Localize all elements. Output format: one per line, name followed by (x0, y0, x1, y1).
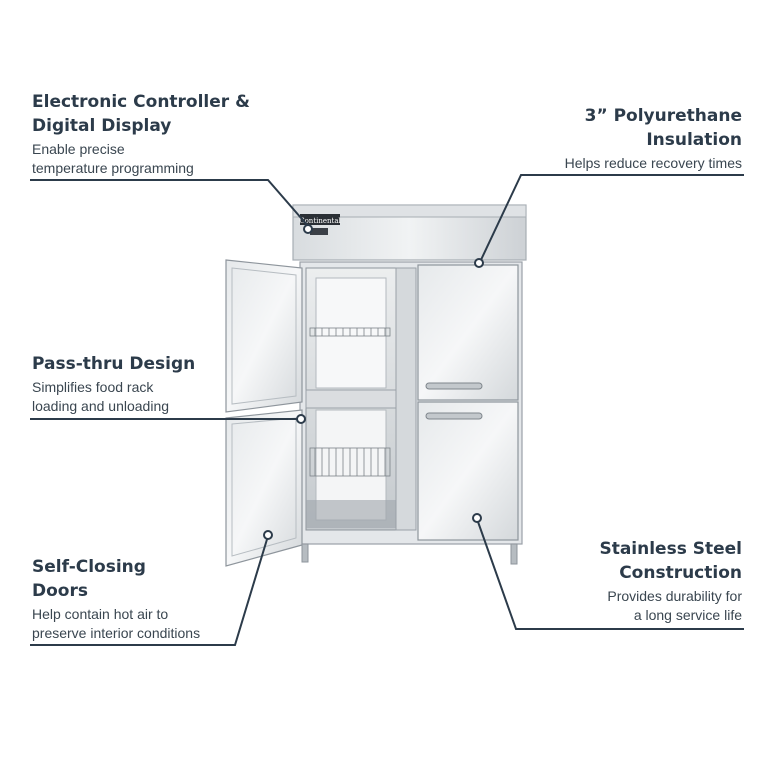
callout-description: Provides durability for a long service l… (607, 588, 742, 623)
leader-lines (30, 174, 744, 646)
dot-passthru (296, 414, 306, 424)
callout-steel: Stainless Steel Construction Provides du… (502, 537, 742, 625)
display-header: Continental (292, 204, 527, 261)
callout-title: Stainless Steel Construction (599, 539, 742, 583)
leader-steel (476, 518, 744, 630)
leader-dots (263, 224, 484, 540)
wire-shelf-lower (309, 447, 391, 477)
callout-title: Pass-thru Design (32, 354, 196, 374)
callout-description: Help contain hot air to preserve interio… (32, 606, 201, 641)
leader-insulation (479, 174, 744, 263)
callout-controller: Electronic Controller & Digital Display … (32, 90, 292, 178)
callout-description: Simplifies food rack loading and unloadi… (32, 379, 170, 414)
dot-controller (303, 224, 313, 234)
brand-label: Continental (299, 217, 341, 225)
right-door-upper (417, 264, 519, 401)
leader-selfclose (30, 535, 269, 646)
left-door-upper-open (225, 259, 303, 413)
leader-controller (30, 179, 309, 227)
wire-shelf-upper (309, 327, 391, 337)
callout-title: Self-Closing Doors (32, 557, 146, 601)
callout-passthru: Pass-thru Design Simplifies food rack lo… (32, 352, 272, 416)
left-door-lower-open (225, 409, 303, 567)
digital-display (310, 228, 328, 235)
right-door-lower (417, 401, 519, 541)
brand-badge (300, 214, 340, 225)
dot-steel (472, 513, 482, 523)
legs (301, 543, 518, 565)
dot-selfclose (263, 530, 273, 540)
callout-title: 3” Polyurethane Insulation (584, 106, 742, 150)
callout-title: Electronic Controller & Digital Display (32, 92, 250, 136)
dot-insulation (474, 258, 484, 268)
callout-insulation: 3” Polyurethane Insulation Helps reduce … (482, 104, 742, 173)
callout-selfclose: Self-Closing Doors Help contain hot air … (32, 555, 272, 643)
callout-description: Helps reduce recovery times (564, 155, 742, 171)
callout-description: Enable precise temperature programming (32, 141, 194, 176)
